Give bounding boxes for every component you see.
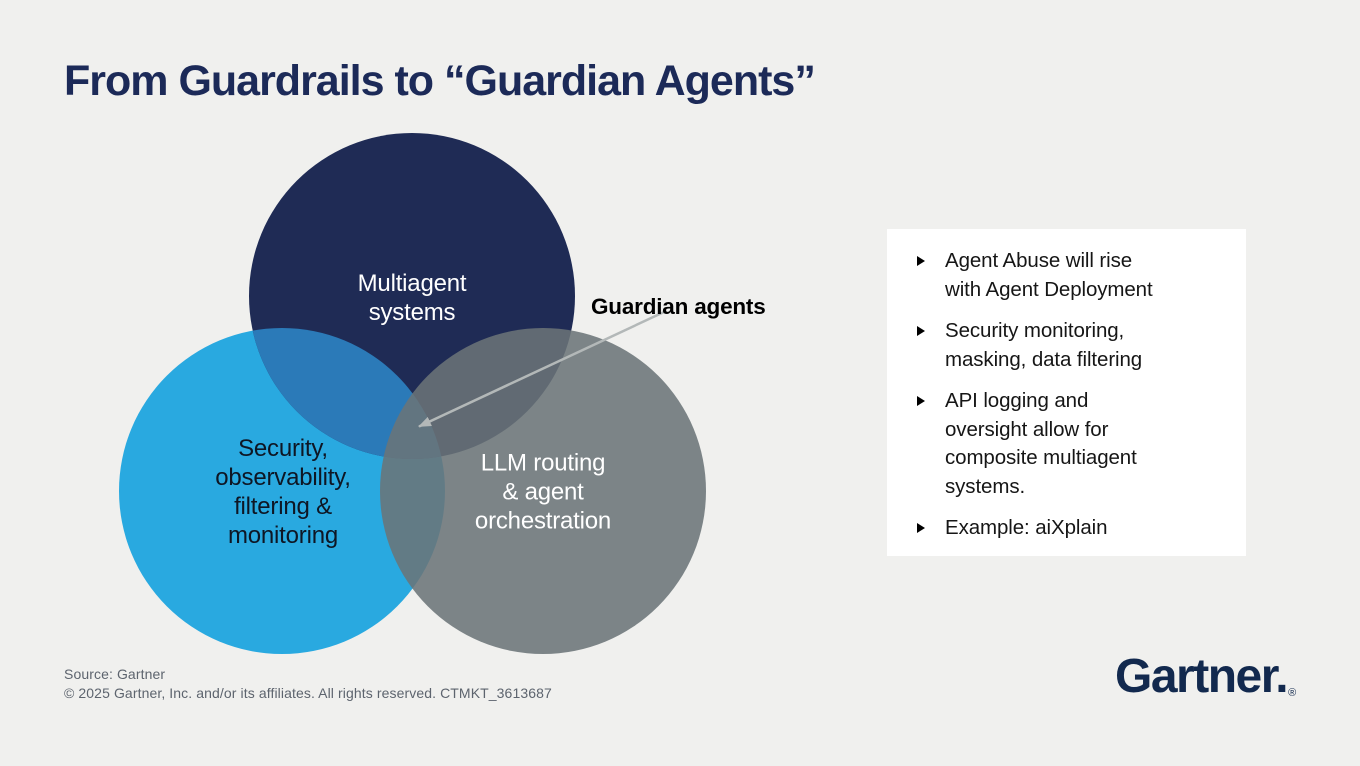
bullet-triangle-icon — [917, 326, 925, 336]
info-card: Agent Abuse will rise with Agent Deploym… — [887, 229, 1246, 556]
bullet-triangle-icon — [917, 523, 925, 533]
bullet-text: Agent Abuse will rise with Agent Deploym… — [945, 249, 1153, 301]
list-item: Security monitoring, masking, data filte… — [917, 317, 1224, 374]
registered-trademark-icon: ® — [1288, 687, 1297, 699]
footer: Source: Gartner © 2025 Gartner, Inc. and… — [64, 665, 552, 702]
bullet-triangle-icon — [917, 396, 925, 406]
page-title: From Guardrails to “Guardian Agents” — [64, 57, 816, 105]
bullet-text: Security monitoring, masking, data filte… — [945, 319, 1143, 371]
guardian-agents-label: Guardian agents — [591, 294, 766, 319]
bullet-triangle-icon — [917, 256, 925, 266]
list-item: API logging and oversight allow for comp… — [917, 387, 1224, 501]
gartner-wordmark: Gartner. — [1115, 650, 1289, 703]
gartner-logo: Gartner. ® — [1115, 649, 1296, 705]
label-security-observability: Security, observability, filtering & mon… — [215, 435, 351, 549]
label-multiagent-systems: Multiagent systems — [357, 270, 467, 326]
list-item: Example: aiXplain — [917, 514, 1224, 543]
source-line: Source: Gartner — [64, 666, 166, 682]
label-llm-routing: LLM routing & agent orchestration — [474, 449, 612, 535]
copyright-line: © 2025 Gartner, Inc. and/or its affiliat… — [64, 684, 552, 701]
list-item: Agent Abuse will rise with Agent Deploym… — [917, 247, 1224, 304]
bullet-text: Example: aiXplain — [945, 516, 1108, 539]
bullet-text: API logging and oversight allow for comp… — [945, 389, 1137, 498]
guardian-arrow — [418, 310, 665, 428]
venn-overlap-multiagent-security — [249, 328, 445, 459]
venn-circle-llm — [380, 328, 706, 654]
bullet-list: Agent Abuse will rise with Agent Deploym… — [917, 247, 1224, 543]
